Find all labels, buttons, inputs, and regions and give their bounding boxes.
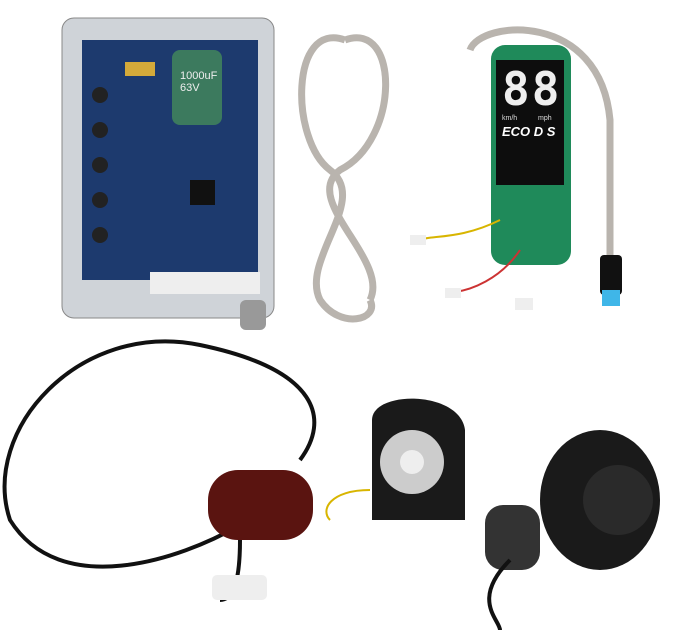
throttle [485,430,660,631]
display-unit-mph: mph [538,115,552,122]
dashboard-board [410,26,622,310]
display-digits: 88 [502,62,562,116]
controller-board [61,17,275,330]
extension-cable [298,34,390,323]
display-unit-kmh: km/h [502,115,518,122]
display-modes: ECO D S [502,124,556,139]
front-light [325,398,465,521]
capacitor-label: 1000uF 63V [180,70,218,94]
tail-light [2,339,317,602]
